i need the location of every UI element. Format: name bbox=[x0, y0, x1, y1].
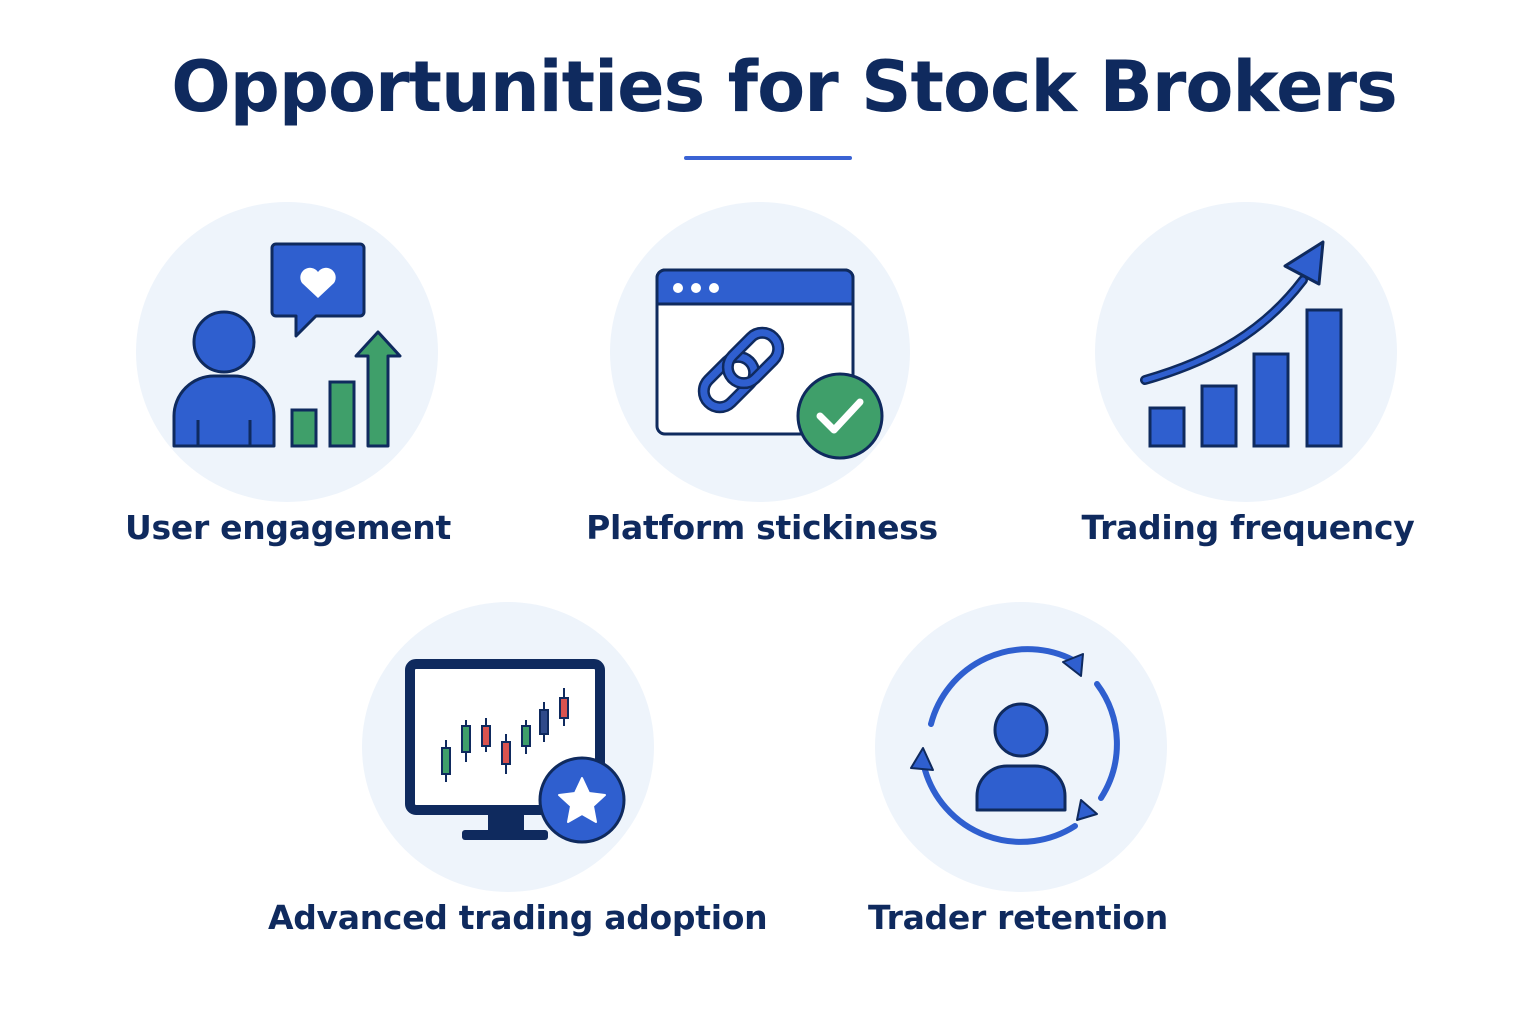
icon-circle bbox=[362, 602, 654, 892]
icon-circle bbox=[1095, 202, 1397, 502]
user-engagement-icon bbox=[172, 242, 402, 448]
user-cycle-icon bbox=[910, 646, 1120, 845]
icon-circle bbox=[875, 602, 1167, 892]
icon-circle bbox=[136, 202, 438, 502]
linked-platform-icon bbox=[655, 268, 884, 460]
label-trading-frequency: Trading frequency bbox=[1081, 508, 1415, 547]
rising-bars-icon bbox=[1140, 240, 1343, 448]
page-title: Opportunities for Stock Brokers bbox=[171, 46, 1398, 128]
icon-circle bbox=[610, 202, 910, 502]
candlestick-monitor-icon bbox=[405, 659, 626, 844]
label-platform-stickiness: Platform stickiness bbox=[586, 508, 938, 547]
label-user-engagement: User engagement bbox=[125, 508, 451, 547]
title-underline bbox=[684, 156, 852, 160]
label-trader-retention: Trader retention bbox=[868, 898, 1168, 937]
label-advanced-trading-adoption: Advanced trading adoption bbox=[268, 898, 768, 937]
